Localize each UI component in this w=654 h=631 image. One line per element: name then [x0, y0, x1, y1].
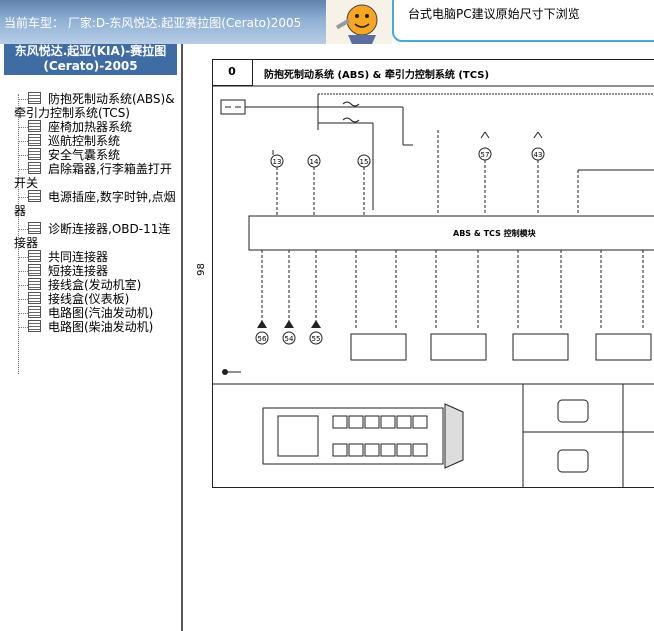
sidebar-title: 东风悦达.起亚(KIA)-赛拉图(Cerato)-2005: [4, 44, 177, 75]
tree-item-seat-heater[interactable]: 座椅加热器系统: [14, 120, 178, 134]
category-tree: 防抱死制动系统(ABS)&牵引力控制系统(TCS) 座椅加热器系统 巡航控制系统…: [14, 92, 178, 334]
banner-text: 台式电脑PC建议原始尺寸下浏览: [408, 7, 580, 21]
document-icon: [28, 148, 41, 160]
tree-item-label: 巡航控制系统: [48, 134, 121, 148]
ground-54: 54: [285, 335, 294, 343]
document-icon: [28, 162, 41, 174]
document-icon: [28, 278, 41, 290]
tree-item-label: 短接连接器: [48, 264, 109, 278]
ground-55: 55: [312, 335, 321, 343]
diagram-title: 防抱死制动系统 (ABS) & 牵引力控制系统 (TCS): [264, 70, 490, 81]
tree-item-airbag[interactable]: 安全气囊系统: [14, 148, 178, 162]
document-icon: [28, 190, 41, 202]
tree-item-label: 启除霜器,行李箱盖打开开关: [14, 162, 172, 190]
tree-item-junction-dash[interactable]: 接线盒(仪表板): [14, 292, 178, 306]
banner-bubble: [392, 0, 654, 42]
document-icon: [28, 92, 41, 104]
connector-15: 15: [360, 158, 369, 166]
wiring-diagram-svg: 13 14 15 57 43 ABS & TCS 控制模块: [213, 85, 654, 487]
page-number: 98: [195, 263, 207, 276]
tree-item-common-connector[interactable]: 共同连接器: [14, 250, 178, 264]
document-icon: [28, 250, 41, 262]
tree-item-label: 共同连接器: [48, 250, 109, 264]
connector-43: 43: [534, 151, 543, 159]
tree-item-label: 电路图(汽油发动机): [48, 306, 154, 320]
tree-item-label: 诊断连接器,OBD-11连接器: [14, 222, 171, 250]
document-icon: [28, 292, 41, 304]
header-gradient: 当前车型： 厂家:D-东风悦达.起亚赛拉图(Cerato)2005: [0, 0, 326, 44]
top-banner: 当前车型： 厂家:D-东风悦达.起亚赛拉图(Cerato)2005 台式电脑PC…: [0, 0, 654, 44]
document-icon: [28, 320, 41, 332]
tree-guide-line: [18, 94, 19, 374]
connector-57: 57: [481, 151, 490, 159]
tree-item-label: 座椅加热器系统: [48, 120, 133, 134]
tree-item-cruise-control[interactable]: 巡航控制系统: [14, 134, 178, 148]
tree-item-short-connector[interactable]: 短接连接器: [14, 264, 178, 278]
document-icon: [28, 134, 41, 146]
mascot-icon: [335, 4, 378, 44]
tree-item-label: 电路图(柴油发动机): [48, 320, 154, 334]
current-model-label: 当前车型： 厂家:D-东风悦达.起亚赛拉图(Cerato)2005: [4, 16, 302, 30]
tree-item-diagnostic-connector[interactable]: 诊断连接器,OBD-11连接器: [14, 222, 178, 250]
tree-item-label: 接线盒(发动机室): [48, 278, 142, 292]
tree-item-wiring-diesel[interactable]: 电路图(柴油发动机): [14, 320, 178, 334]
document-icon: [28, 264, 41, 276]
tree-item-label: 接线盒(仪表板): [48, 292, 130, 306]
ground-56: 56: [258, 335, 267, 343]
tree-item-defroster[interactable]: 启除霜器,行李箱盖打开开关: [14, 162, 178, 190]
sidebar: 东风悦达.起亚(KIA)-赛拉图(Cerato)-2005 防抱死制动系统(AB…: [0, 44, 183, 631]
tree-item-abs-tcs[interactable]: 防抱死制动系统(ABS)&牵引力控制系统(TCS): [14, 92, 178, 120]
mascot-image: [326, 0, 392, 44]
diagram-index: 0: [212, 59, 253, 86]
tree-item-label: 安全气囊系统: [48, 148, 121, 162]
document-icon: [28, 120, 41, 132]
tree-item-label: 防抱死制动系统(ABS)&牵引力控制系统(TCS): [14, 92, 175, 120]
tree-item-wiring-gasoline[interactable]: 电路图(汽油发动机): [14, 306, 178, 320]
connector-13: 13: [273, 158, 282, 166]
tree-item-label: 电源插座,数字时钟,点烟器: [14, 190, 176, 218]
wiring-diagram: 13 14 15 57 43 ABS & TCS 控制模块: [212, 59, 654, 488]
document-icon: [28, 306, 41, 318]
tree-item-power-outlet[interactable]: 电源插座,数字时钟,点烟器: [14, 190, 178, 218]
module-label: ABS & TCS 控制模块: [453, 228, 537, 238]
document-icon: [28, 222, 41, 234]
tree-item-junction-engine[interactable]: 接线盒(发动机室): [14, 278, 178, 292]
connector-14: 14: [310, 158, 319, 166]
